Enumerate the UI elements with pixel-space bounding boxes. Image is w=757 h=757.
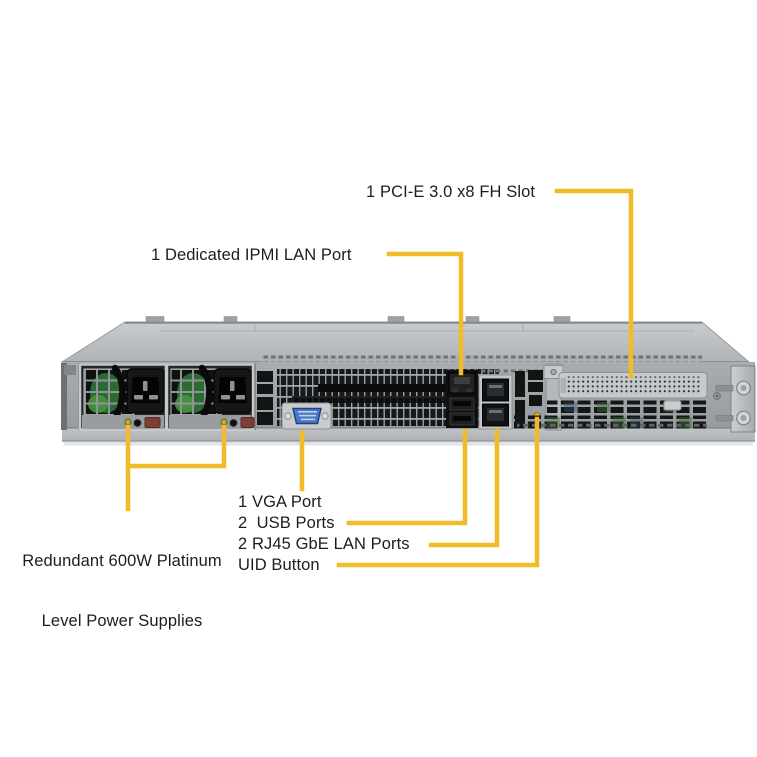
left-edge xyxy=(61,363,76,430)
pcie-slot-cover xyxy=(558,372,708,399)
face-screw xyxy=(713,392,721,400)
callout-line-usb xyxy=(346,428,468,526)
usb-ports-label: 2 USB Ports xyxy=(238,514,335,532)
psu-1-power-inlet xyxy=(126,368,165,414)
callout-line-uid xyxy=(336,416,540,568)
vga-port-label: 1 VGA Port xyxy=(238,493,322,511)
misc-io-slots xyxy=(515,370,543,426)
io-vent-dashes xyxy=(446,366,543,373)
rj45-lan-ports xyxy=(478,374,513,430)
callout-line-lan xyxy=(428,428,500,548)
rear-vents xyxy=(514,400,708,429)
pcie-slot-label: 1 PCI-E 3.0 x8 FH Slot xyxy=(366,183,536,201)
psu-2-status-led xyxy=(220,418,228,426)
psu-2 xyxy=(165,363,255,431)
top-edge-tabs xyxy=(145,316,571,324)
callout-line-psu-bracket xyxy=(125,424,227,469)
psu-label-line-1: Redundant 600W Platinum xyxy=(22,552,222,570)
lan-ports-label: 2 RJ45 GbE LAN Ports xyxy=(238,535,410,553)
ipmi-lan-port xyxy=(448,372,476,394)
io-knockouts xyxy=(257,371,273,425)
chassis xyxy=(60,316,756,446)
psu-1-status-led xyxy=(124,418,132,426)
uid-button-label: UID Button xyxy=(238,556,320,574)
psu-2-power-inlet xyxy=(213,368,252,414)
ipmi-lan-label: 1 Dedicated IPMI LAN Port xyxy=(151,246,352,264)
callout-lines xyxy=(125,188,634,568)
usb-ports xyxy=(449,397,475,426)
psu-1 xyxy=(78,363,168,431)
callout-line-ipmi xyxy=(386,251,464,376)
callout-line-pcie xyxy=(554,188,634,379)
psu-1-latch xyxy=(144,417,161,428)
psu-label-line-2: Level Power Supplies xyxy=(41,612,203,630)
psu-2-latch xyxy=(240,417,255,428)
psu-label: Redundant 600W Platinum Level Power Supp… xyxy=(8,511,236,671)
vga-port xyxy=(281,402,332,430)
top-cover xyxy=(60,321,751,363)
right-mounting-ear xyxy=(715,365,756,433)
